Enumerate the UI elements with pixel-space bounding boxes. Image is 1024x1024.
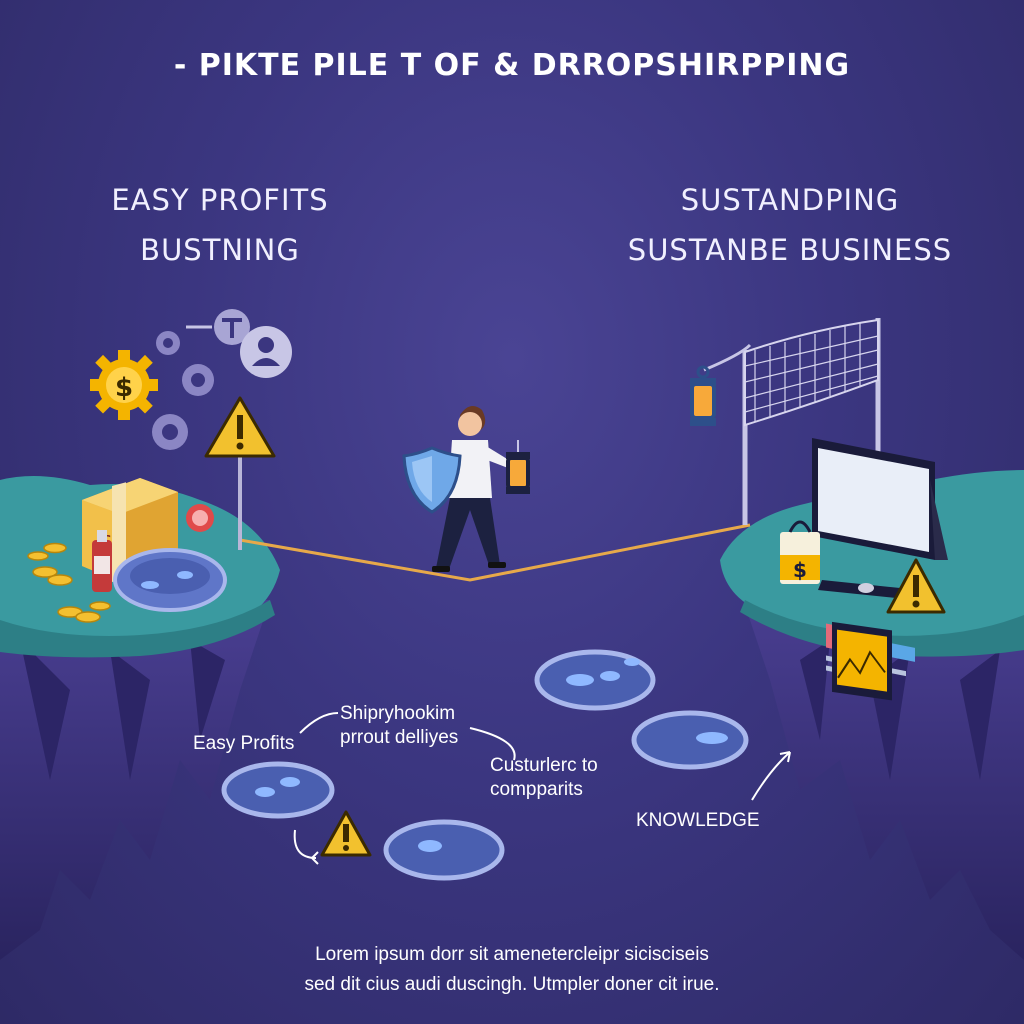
trap-icon-1 bbox=[534, 649, 656, 711]
caption: Lorem ipsum dorr sit amenetercleipr sici… bbox=[0, 940, 1024, 1000]
label-shipping-line1: Shipryhookim bbox=[340, 703, 456, 724]
monitor-icon bbox=[812, 438, 948, 701]
label-shipping: Shipryhookim prrout delliyes bbox=[340, 702, 458, 750]
trap-icon-2 bbox=[631, 710, 749, 770]
trap-icon bbox=[113, 504, 227, 612]
trap-icon-4 bbox=[383, 819, 505, 881]
gear-dollar-symbol: $ bbox=[115, 373, 133, 403]
label-customer-line2: compparits bbox=[490, 779, 583, 800]
label-shipping-line2: prrout delliyes bbox=[340, 727, 459, 748]
lantern-icon-walker bbox=[506, 440, 530, 494]
net-icon bbox=[742, 318, 881, 525]
label-customer-line1: Custurlerc to bbox=[490, 755, 598, 776]
caption-line1: Lorem ipsum dorr sit amenetercleipr sici… bbox=[315, 944, 709, 965]
right-cliff bbox=[720, 470, 1024, 960]
bag-dollar-symbol: $ bbox=[793, 558, 807, 582]
warning-icon-right bbox=[886, 558, 946, 614]
tightrope bbox=[239, 523, 751, 582]
left-heading-line1: EASY PROFITS bbox=[111, 183, 329, 217]
right-heading-line2: SUSTANBE BUSINESS bbox=[627, 233, 953, 267]
dollar-gear-icon: $ bbox=[90, 350, 158, 420]
warning-icon bbox=[204, 396, 276, 550]
trap-icon-3 bbox=[221, 761, 335, 819]
gear-icon bbox=[152, 331, 214, 450]
right-heading-line1: SUSTANDPING bbox=[680, 183, 900, 217]
bottle-icon bbox=[92, 530, 112, 592]
label-customer: Custurlerc to compparits bbox=[490, 754, 598, 802]
warning-icon-chasm bbox=[320, 810, 372, 857]
bag-icon: $ bbox=[780, 520, 874, 593]
label-knowledge: KNOWLEDGE bbox=[636, 810, 760, 831]
lantern-icon bbox=[690, 343, 752, 426]
label-easy-profits: Easy Profits bbox=[193, 733, 295, 754]
annotation-arrows bbox=[293, 712, 791, 865]
person-circle-icon bbox=[186, 309, 292, 378]
caption-line2: sed dit cius audi duscingh. Utmpler done… bbox=[304, 974, 720, 995]
left-heading: EASY PROFITS BUSTNING bbox=[40, 175, 400, 275]
left-heading-line2: BUSTNING bbox=[140, 233, 300, 267]
page-title: - PIKTE PILE T OF & DRROPSHIRPPING bbox=[173, 48, 851, 83]
right-heading: SUSTANDPING SUSTANBE BUSINESS bbox=[600, 175, 980, 275]
shield-icon bbox=[402, 446, 462, 514]
